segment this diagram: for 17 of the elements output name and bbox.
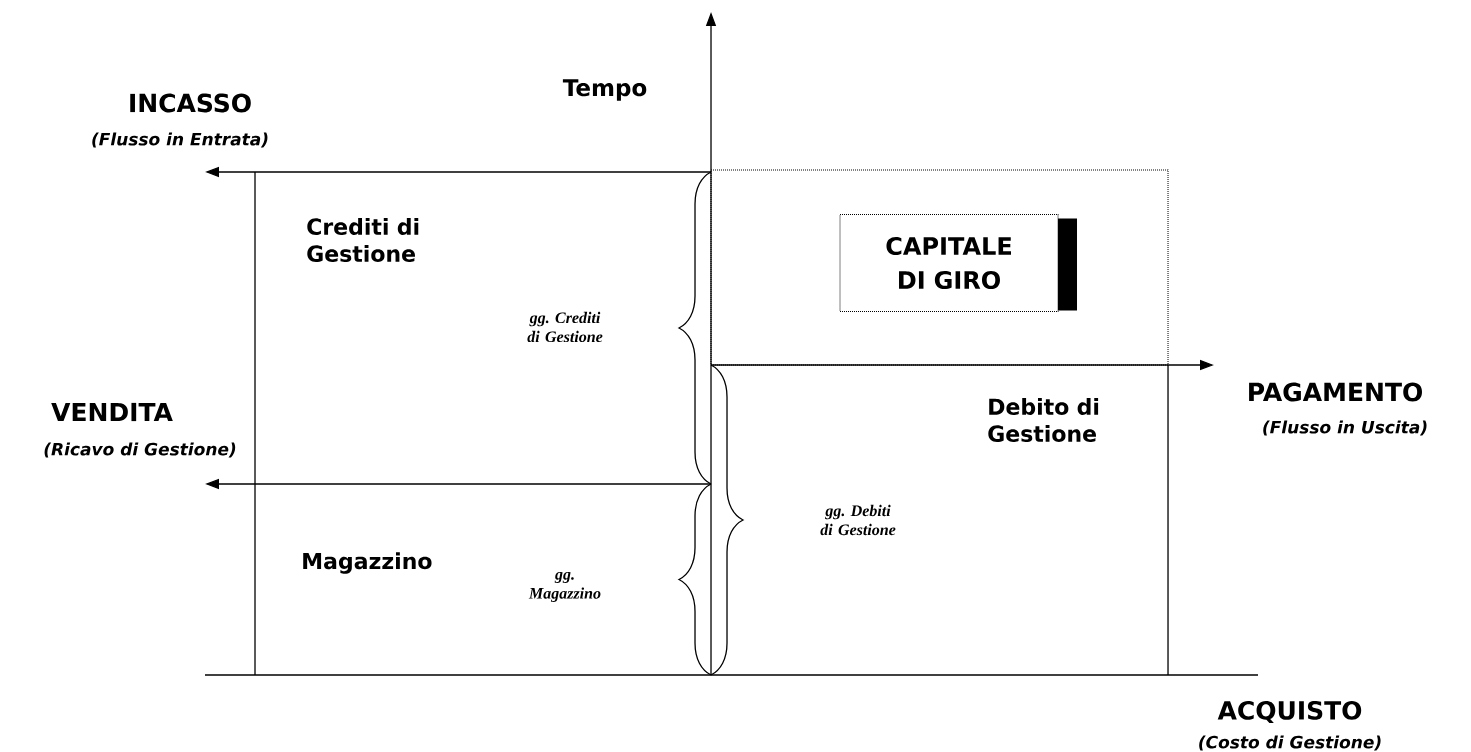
axis-label: Tempo bbox=[562, 79, 647, 101]
flow-subtitle: (Flusso in Uscita) bbox=[1263, 420, 1427, 436]
flow-title: ACQUISTO bbox=[1217, 700, 1362, 724]
title-box: CAPITALE DI GIRO bbox=[839, 214, 1077, 312]
brace-label: gg. Magazzino bbox=[528, 572, 601, 602]
flow-title: PAGAMENTO bbox=[1249, 382, 1422, 402]
brace-label: gg. Crediti di Gestione bbox=[527, 311, 603, 343]
brace-label: gg. Debiti di Gestione bbox=[820, 504, 896, 536]
flow-title: VENDITA bbox=[51, 402, 173, 422]
area-label: Magazzino bbox=[303, 552, 432, 574]
area-label: Crediti di Gestione bbox=[307, 218, 419, 262]
flow-subtitle: (Costo di Gestione) bbox=[1199, 735, 1381, 751]
flow-subtitle: (Ricavo di Gestione) bbox=[44, 442, 236, 458]
dotted-region bbox=[710, 169, 1169, 366]
area-label: Debito di Gestione bbox=[988, 398, 1099, 442]
flow-subtitle: (Flusso in Entrata) bbox=[92, 132, 268, 148]
flow-title: INCASSO bbox=[130, 93, 251, 113]
